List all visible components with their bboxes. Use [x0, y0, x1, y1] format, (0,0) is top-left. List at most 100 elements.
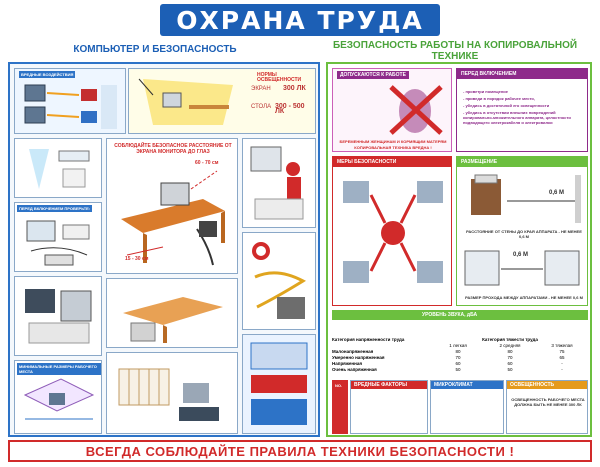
table-row: Малонапряженная 80 80 75: [332, 348, 588, 354]
illumination-text: ОСВЕЩЕННОСТЬ РАБОЧЕГО МЕСТА ДОЛЖНА БЫТЬ …: [511, 397, 585, 407]
admission-box: ДОПУСКАЮТСЯ К РАБОТЕ БЕРЕМЕННЫМ ЖЕНЩИНАМ…: [332, 68, 452, 152]
table-cell: 50: [455, 366, 461, 372]
table-cell: Очень напряженная: [332, 366, 377, 372]
copier-wall-icon: [471, 174, 581, 223]
safety-signs-box: [242, 334, 316, 434]
table-cell: 60: [507, 360, 513, 366]
illumination-box: ОСВЕЩЕННОСТЬ ОСВЕЩЕННОСТЬ РАБОЧЕГО МЕСТА…: [506, 380, 588, 434]
page-title: ОХРАНА ТРУДА: [176, 5, 424, 35]
harmful-factors-box: ВРЕДНЫЕ ВОЗДЕЙСТВИЯ: [14, 68, 126, 134]
table-header: Категория напряженности труда: [332, 336, 405, 342]
harmful-factors-right-label: ВРЕДНЫЕ ФАКТОРЫ: [351, 381, 427, 389]
before-power-label: ПЕРЕД ВКЛЮЧЕНИЕМ ПРОВЕРЬТЕ:: [17, 205, 93, 212]
knee-distance-value: 15 - 30 см: [125, 256, 149, 262]
table-cell: Умеренно напряженная: [332, 354, 385, 360]
table-cell: 50: [507, 366, 513, 372]
table-cell: Напряженная: [332, 360, 362, 366]
air-conditioner-icon: [29, 149, 90, 189]
safety-measures-label: МЕРЫ БЕЗОПАСНОСТИ: [333, 157, 451, 167]
table-header-group: Категория напряженности труда Категория …: [332, 336, 588, 342]
desk-lighting-value: 300 - 500 ЛК: [275, 103, 305, 115]
min-sizes-box: МИНИМАЛЬНЫЕ РАЗМЕРЫ РАБОЧЕГО МЕСТА: [14, 360, 102, 434]
before-power-box: ПЕРЕД ВКЛЮЧЕНИЕМ ПРОВЕРЬТЕ:: [14, 202, 102, 272]
noise-level-label: УРОВЕНЬ ЗВУКА, дБА: [422, 312, 478, 318]
harmful-factors-label: ВРЕДНЫЕ ВОЗДЕЙСТВИЯ: [19, 71, 76, 78]
table-row: Очень напряженная 50 50 -: [332, 366, 588, 372]
left-section-heading: КОМПЬЮТЕР И БЕЗОПАСНОСТЬ: [73, 44, 237, 55]
operator-box: [242, 138, 316, 228]
desk-box: [106, 278, 238, 348]
distance-value: 60 - 70 см: [195, 160, 219, 166]
table-row: Напряженная 60 60 -: [332, 360, 588, 366]
radiator-box: [106, 352, 238, 434]
pregnant-woman-crossed-icon: [389, 85, 443, 135]
safety-measures-box: МЕРЫ БЕЗОПАСНОСТИ: [332, 156, 452, 306]
workstation-icon: [25, 289, 92, 344]
table-header: 3 тяжелая: [551, 342, 573, 348]
wall-distance-text: РАССТОЯНИЕ ОТ СТЕНЫ ДО КРАЯ АППАРАТА - Н…: [466, 229, 582, 239]
table-cell: 80: [455, 348, 461, 354]
computer-desk-icon: [123, 297, 223, 343]
placement-box: РАЗМЕЩЕНИЕ 0,6 М РАССТОЯНИЕ ОТ СТЕНЫ ДО …: [456, 156, 588, 306]
grounding-box: [14, 276, 102, 356]
before-power-on-label: ПЕРЕД ВКЛЮЧЕНИЕМ: [457, 69, 587, 79]
safety-banner-text: ВСЕГДА СОБЛЮДАЙТЕ ПРАВИЛА ТЕХНИКИ БЕЗОПА…: [85, 443, 515, 459]
table-cell: 65: [559, 354, 565, 360]
table-cell: 70: [455, 354, 461, 360]
table-header-row: 1 легкая 2 средняя 3 тяжелая: [332, 342, 588, 348]
wiring-box: [242, 232, 316, 330]
checklist-item: - проветри помещение: [463, 89, 508, 94]
safe-distance-box: СОБЛЮДАЙТЕ БЕЗОПАСНОЕ РАССТОЯНИЕ ОТ ЭКРА…: [106, 138, 238, 274]
lighting-box: НОРМЫ ОСВЕЩЕННОСТИ ЭКРАН 300 ЛК СТОЛА 30…: [128, 68, 316, 134]
monitor-rays-icon: [24, 84, 117, 129]
table-header: 1 легкая: [449, 342, 467, 348]
table-cell: 70: [507, 354, 513, 360]
prohibited-actions-icon: [343, 181, 443, 283]
table-cell: 75: [559, 348, 565, 354]
table-row: Умеренно напряженная 70 70 65: [332, 354, 588, 360]
room-plan-icon: [23, 378, 95, 420]
noise-level-bar: УРОВЕНЬ ЗВУКА, дБА: [332, 310, 588, 320]
noise-table: Категория напряженности труда Категория …: [332, 336, 588, 380]
copier-safety-panel: ДОПУСКАЮТСЯ К РАБОТЕ БЕРЕМЕННЫМ ЖЕНЩИНАМ…: [326, 62, 592, 437]
no-marker: NO.: [332, 380, 348, 434]
checklist-item: - приведи в порядок рабочее место,: [463, 96, 535, 101]
safety-banner: ВСЕГДА СОБЛЮДАЙТЕ ПРАВИЛА ТЕХНИКИ БЕЗОПА…: [8, 440, 592, 462]
lamp-desk-icon: [138, 78, 233, 125]
microclimate-label: МИКРОКЛИМАТ: [431, 381, 503, 389]
wall-distance-value: 0,6 М: [549, 190, 565, 196]
cable-hazard-icon: [252, 242, 307, 319]
no-label: NO.: [335, 383, 343, 388]
placement-label: РАЗМЕЩЕНИЕ: [457, 157, 587, 167]
table-header: Категория тяжести труда: [482, 336, 538, 342]
desk-monitor-icon: [121, 170, 225, 266]
lighting-norms-label: НОРМЫ ОСВЕЩЕННОСТИ: [257, 72, 302, 83]
right-section-heading: БЕЗОПАСНОСТЬ РАБОТЫ НА КОПИРОВАЛЬНОЙ ТЕХ…: [332, 40, 578, 62]
power-plug-icon: [26, 220, 90, 266]
table-cell: 80: [507, 348, 513, 354]
admission-label: ДОПУСКАЮТСЯ К РАБОТЕ: [337, 71, 409, 79]
table-cell: -: [561, 366, 563, 372]
pregnant-warning: БЕРЕМЕННЫМ ЖЕНЩИНАМ И КОРМЯЩИМ МАТЕРЯМ К…: [339, 139, 447, 150]
table-cell: -: [561, 360, 563, 366]
screen-lighting-value: 300 ЛК: [283, 85, 306, 92]
passage-value: 0,6 М: [513, 252, 529, 258]
desk-lighting-label: СТОЛА: [251, 104, 272, 110]
computer-safety-panel: ВРЕДНЫЕ ВОЗДЕЙСТВИЯ НОРМЫ ОСВЕЩЕННОСТИ Э…: [8, 62, 320, 437]
safe-distance-heading: СОБЛЮДАЙТЕ БЕЗОПАСНОЕ РАССТОЯНИЕ ОТ ЭКРА…: [114, 143, 232, 155]
screen-lighting-label: ЭКРАН: [251, 86, 271, 92]
checklist-item: - убедись в отсутствии внешних поврежден…: [463, 110, 571, 125]
checklist-item: - убедись в достаточной его освещенности: [463, 103, 550, 108]
before-power-on-box: ПЕРЕД ВКЛЮЧЕНИЕМ - проветри помещение - …: [456, 68, 588, 152]
microclimate-box: МИКРОКЛИМАТ: [430, 380, 504, 434]
radiator-icon: [118, 368, 219, 421]
operator-icon: [250, 146, 304, 220]
copiers-passage-icon: [464, 250, 580, 286]
conditioner-box: [14, 138, 102, 198]
harmful-factors-list-box: ВРЕДНЫЕ ФАКТОРЫ: [350, 380, 428, 434]
table-cell: Малонапряженная: [332, 348, 374, 354]
min-sizes-label: МИНИМАЛЬНЫЕ РАЗМЕРЫ РАБОЧЕГО МЕСТА: [17, 363, 101, 375]
illumination-label: ОСВЕЩЕННОСТЬ: [507, 381, 587, 389]
passage-text: РАЗМЕР ПРОХОДА МЕЖДУ АППАРАТАМИ - НЕ МЕН…: [465, 295, 583, 300]
